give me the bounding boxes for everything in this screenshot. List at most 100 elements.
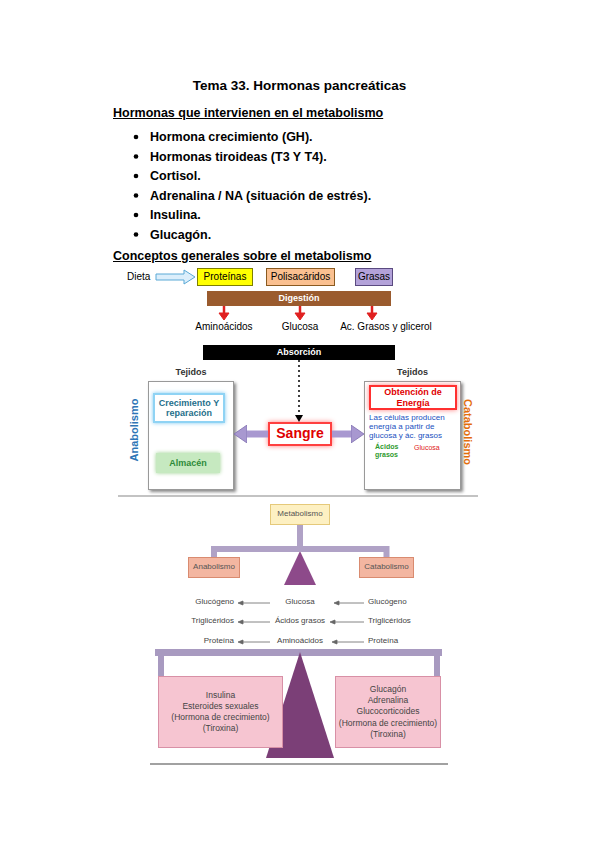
text-label: Ac. Grasos y glicerol — [331, 321, 441, 333]
node-text: (Tiroxina) — [370, 729, 406, 740]
arrow-line — [242, 642, 270, 643]
red-arrow-head — [367, 313, 377, 320]
text-label: Conceptos generales sobre el metabolismo — [113, 249, 371, 263]
text-label: Hormonas que intervienen en el metabolis… — [113, 106, 383, 120]
arrow-head — [238, 620, 243, 624]
beam-post — [158, 655, 164, 677]
text-label: Ácidos grasos — [260, 616, 340, 625]
node-text: Glucagón — [370, 684, 406, 695]
flow-arrow — [332, 431, 351, 438]
node-text: Polisacáridos — [271, 271, 330, 282]
side-label: Anabolismo — [127, 390, 141, 470]
bullet — [134, 174, 139, 179]
node-text: Glucocorticoides — [357, 706, 420, 717]
arrow-line — [338, 603, 364, 604]
node-text: Catabolismo — [364, 563, 408, 572]
flow-arrow — [298, 360, 300, 415]
text-label: Dieta — [127, 271, 150, 283]
node-text: Tejidos — [149, 367, 233, 377]
concept-box: Metabolismo — [270, 504, 330, 525]
bullet — [134, 193, 139, 198]
node-text: Obtención de Energía — [371, 387, 455, 407]
text-label: Hormonas tiroideas (T3 Y T4). — [150, 150, 327, 164]
balance-connector — [300, 525, 387, 557]
node-text: Tejidos — [365, 367, 460, 377]
node-text: Crecimiento Y reparación — [155, 398, 223, 418]
arrow-line — [242, 622, 270, 623]
function-box: Almacén — [156, 453, 220, 473]
text-label: Glucógeno — [172, 597, 234, 606]
digestion-arrows — [219, 306, 377, 320]
process-band: Absorción — [203, 345, 395, 360]
text-label: Aminoácidos — [260, 636, 340, 645]
bullet — [134, 154, 139, 159]
node-text: (Tiroxina) — [203, 723, 239, 734]
balance-fulcrum — [284, 551, 316, 585]
bullet — [134, 232, 139, 237]
process-band: Digestión — [207, 291, 391, 306]
text-label: Insulina. — [150, 208, 201, 222]
text-label: Glucosa — [260, 597, 340, 606]
text-label: Glucógeno — [368, 597, 428, 606]
text-label: Proteína — [172, 636, 234, 645]
node-text: Digestión — [278, 293, 319, 303]
side-label: Catabolismo — [461, 392, 475, 472]
arrow-line — [334, 622, 364, 623]
function-box: Obtención de Energía — [369, 385, 457, 410]
text-label: Aminoácidos — [184, 321, 264, 333]
arrow-head — [238, 601, 243, 605]
concept-box: Anabolismo — [188, 557, 240, 578]
text-label: Glucosa — [414, 444, 440, 452]
hormone-box: GlucagónAdrenalinaGlucocorticoides(Hormo… — [335, 676, 441, 748]
text-label: Cortisol. — [150, 169, 201, 183]
tissue-panel: TejidosCrecimiento Y reparaciónAlmacén — [148, 381, 234, 490]
node-text: Anabolismo — [193, 563, 235, 572]
balance-connector — [214, 525, 300, 557]
text-label: Glucagón. — [150, 228, 211, 242]
food-box: Polisacáridos — [266, 268, 335, 286]
node-text: Las células producen energía a partir de… — [369, 413, 457, 441]
balance-beam — [155, 649, 442, 656]
text-label: Triglicéridos — [368, 616, 428, 625]
food-box: Proteínas — [197, 268, 253, 286]
text-label: Ácidos grasos — [375, 443, 405, 458]
flow-arrow — [247, 431, 268, 438]
bullet — [134, 135, 139, 140]
node-text: Sangre — [276, 426, 323, 442]
text-label: Glucosa — [270, 321, 330, 333]
function-box: Crecimiento Y reparación — [153, 393, 225, 423]
page-title: Tema 33. Hormonas pancreáticas — [0, 78, 599, 94]
arrow-head — [332, 640, 337, 644]
separator-line — [150, 763, 448, 764]
node-text: Esteroides sexuales — [182, 701, 258, 712]
hormone-box: InsulinaEsteroides sexuales(Hormona de c… — [158, 676, 283, 748]
text-label: Adrenalina / NA (situación de estrés). — [150, 189, 371, 203]
node-text: Adrenalina — [368, 695, 409, 706]
diet-arrow — [156, 270, 195, 284]
red-arrow-head — [219, 313, 229, 320]
node-text: Absorción — [277, 347, 322, 357]
arrow-line — [336, 642, 364, 643]
arrow-head — [330, 620, 335, 624]
blood-box: Sangre — [268, 422, 332, 446]
node-text: Almacén — [169, 458, 207, 468]
node-text: Proteínas — [204, 271, 247, 282]
separator-line — [118, 495, 478, 496]
node-text: (Hormona de crecimiento) — [171, 712, 269, 723]
text-label: Triglicéridos — [172, 616, 234, 625]
food-box: Grasas — [355, 268, 393, 286]
concept-box: Catabolismo — [359, 557, 414, 578]
node-text: Grasas — [358, 271, 390, 282]
red-arrow-head — [295, 313, 305, 320]
text-label: Hormona crecimiento (GH). — [150, 130, 313, 144]
beam-post — [434, 655, 440, 677]
bullet — [134, 213, 139, 218]
arrow-line — [242, 603, 270, 604]
text-label: Proteína — [368, 636, 428, 645]
tissue-panel: TejidosLas células producen energía a pa… — [364, 381, 461, 490]
arrow-head — [238, 640, 243, 644]
arrow-head — [334, 601, 339, 605]
node-text: Metabolismo — [277, 510, 322, 519]
node-text: Insulina — [206, 690, 235, 701]
